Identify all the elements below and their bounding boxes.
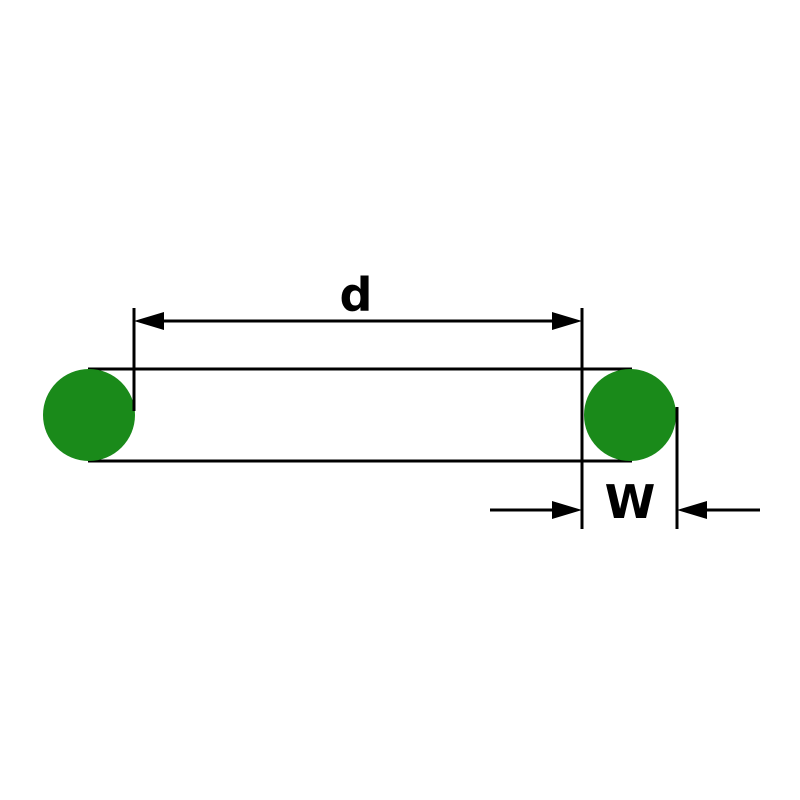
diameter-dimension-arrow xyxy=(134,312,582,330)
width-arrowhead-right-icon xyxy=(677,501,707,519)
diameter-arrowhead-left-icon xyxy=(134,312,164,330)
width-label: W xyxy=(605,475,656,529)
width-dimension-arrows xyxy=(490,501,760,519)
diameter-label: d xyxy=(340,268,373,322)
oring-cross-section-right xyxy=(584,369,676,461)
diameter-arrowhead-right-icon xyxy=(552,312,582,330)
width-arrowhead-left-icon xyxy=(552,501,582,519)
oring-cross-section-left xyxy=(43,369,135,461)
